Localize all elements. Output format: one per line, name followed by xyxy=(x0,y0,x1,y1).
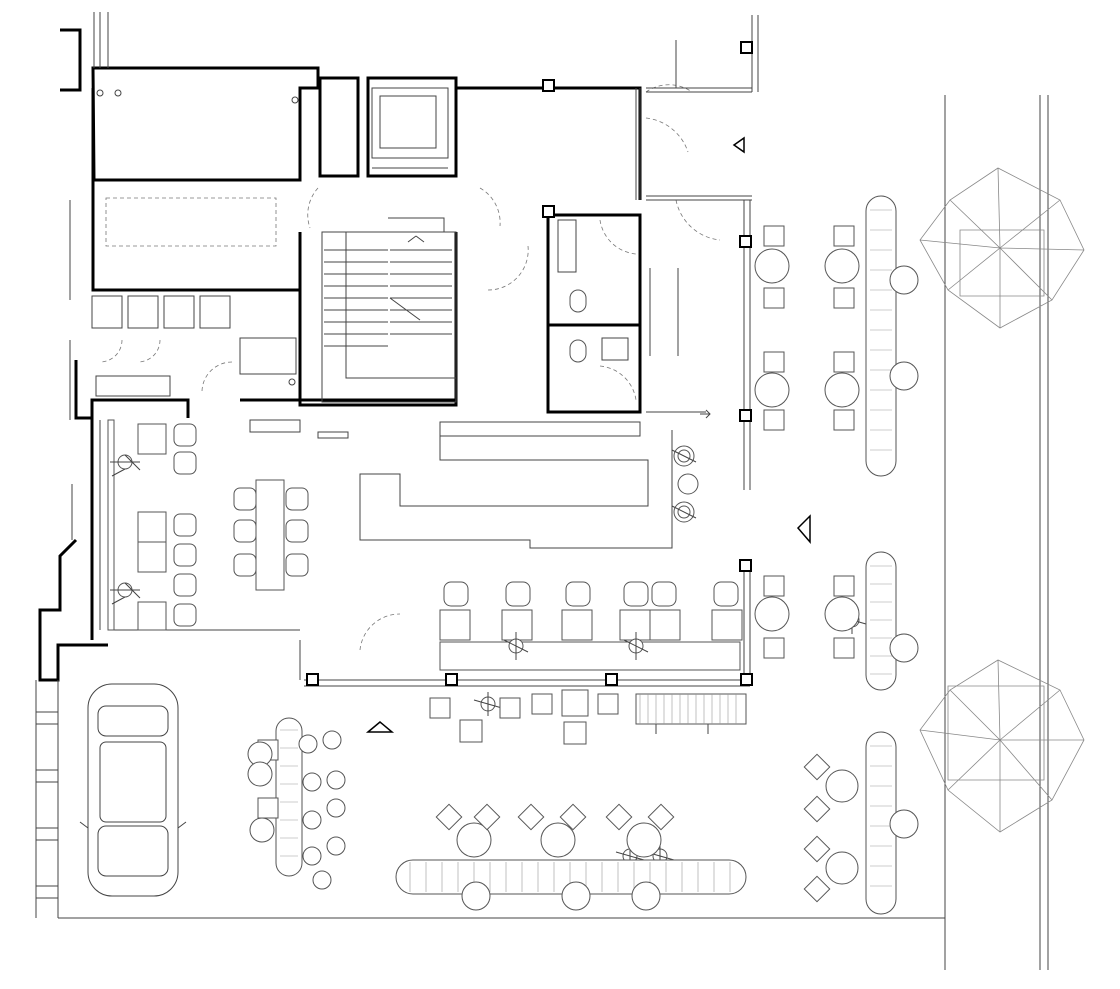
person-icon xyxy=(623,632,649,660)
terrace-seating xyxy=(247,195,919,915)
interior-seating xyxy=(107,419,743,671)
person-icon xyxy=(110,454,141,477)
site-boundary xyxy=(35,12,1049,970)
triangle-icon xyxy=(732,136,745,154)
exterior-walls xyxy=(38,28,642,682)
triangle-icon xyxy=(796,514,811,545)
structural-columns xyxy=(306,41,753,686)
adjacent-building xyxy=(69,200,101,630)
person-icon xyxy=(473,692,503,716)
triangle-icon xyxy=(365,721,395,733)
tree-icon xyxy=(919,659,1085,833)
people xyxy=(110,449,867,872)
entrance-markers xyxy=(365,136,811,733)
glass-facade xyxy=(299,88,751,687)
person-icon xyxy=(503,632,529,660)
person-icon xyxy=(671,505,697,519)
person-icon xyxy=(671,449,697,463)
car-icon xyxy=(79,683,187,897)
person-icon xyxy=(110,582,141,605)
tree-icon xyxy=(919,167,1085,329)
